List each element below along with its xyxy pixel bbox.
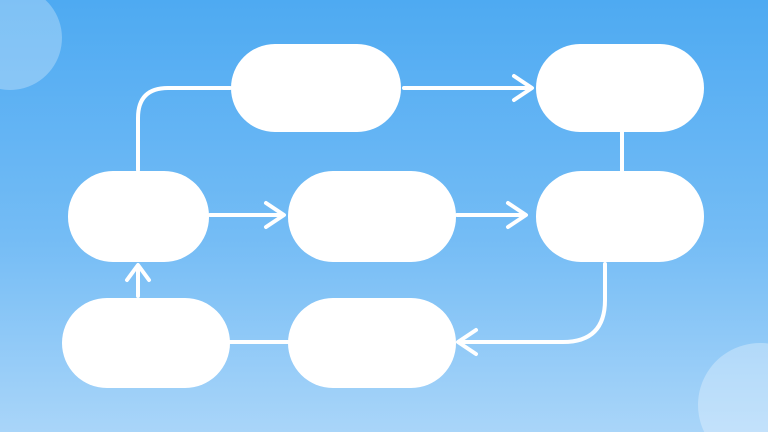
connector-n3-n1 bbox=[136, 86, 232, 172]
decor-circle-top-left bbox=[0, 0, 62, 90]
arrow-n6-n3 bbox=[125, 263, 151, 298]
node-n6[interactable] bbox=[62, 298, 230, 388]
arrow-n3-n4 bbox=[208, 201, 286, 229]
node-n1[interactable] bbox=[231, 44, 401, 132]
decor-circle-bottom-right bbox=[698, 342, 768, 432]
node-n7[interactable] bbox=[288, 298, 456, 388]
node-n4[interactable] bbox=[288, 171, 456, 262]
arrow-n5-n7 bbox=[456, 262, 607, 356]
node-n5[interactable] bbox=[536, 171, 704, 262]
arrow-n4-n5 bbox=[455, 201, 528, 229]
arrow-n1-n2 bbox=[402, 74, 534, 102]
node-n3[interactable] bbox=[68, 171, 209, 262]
node-n2[interactable] bbox=[536, 44, 704, 132]
